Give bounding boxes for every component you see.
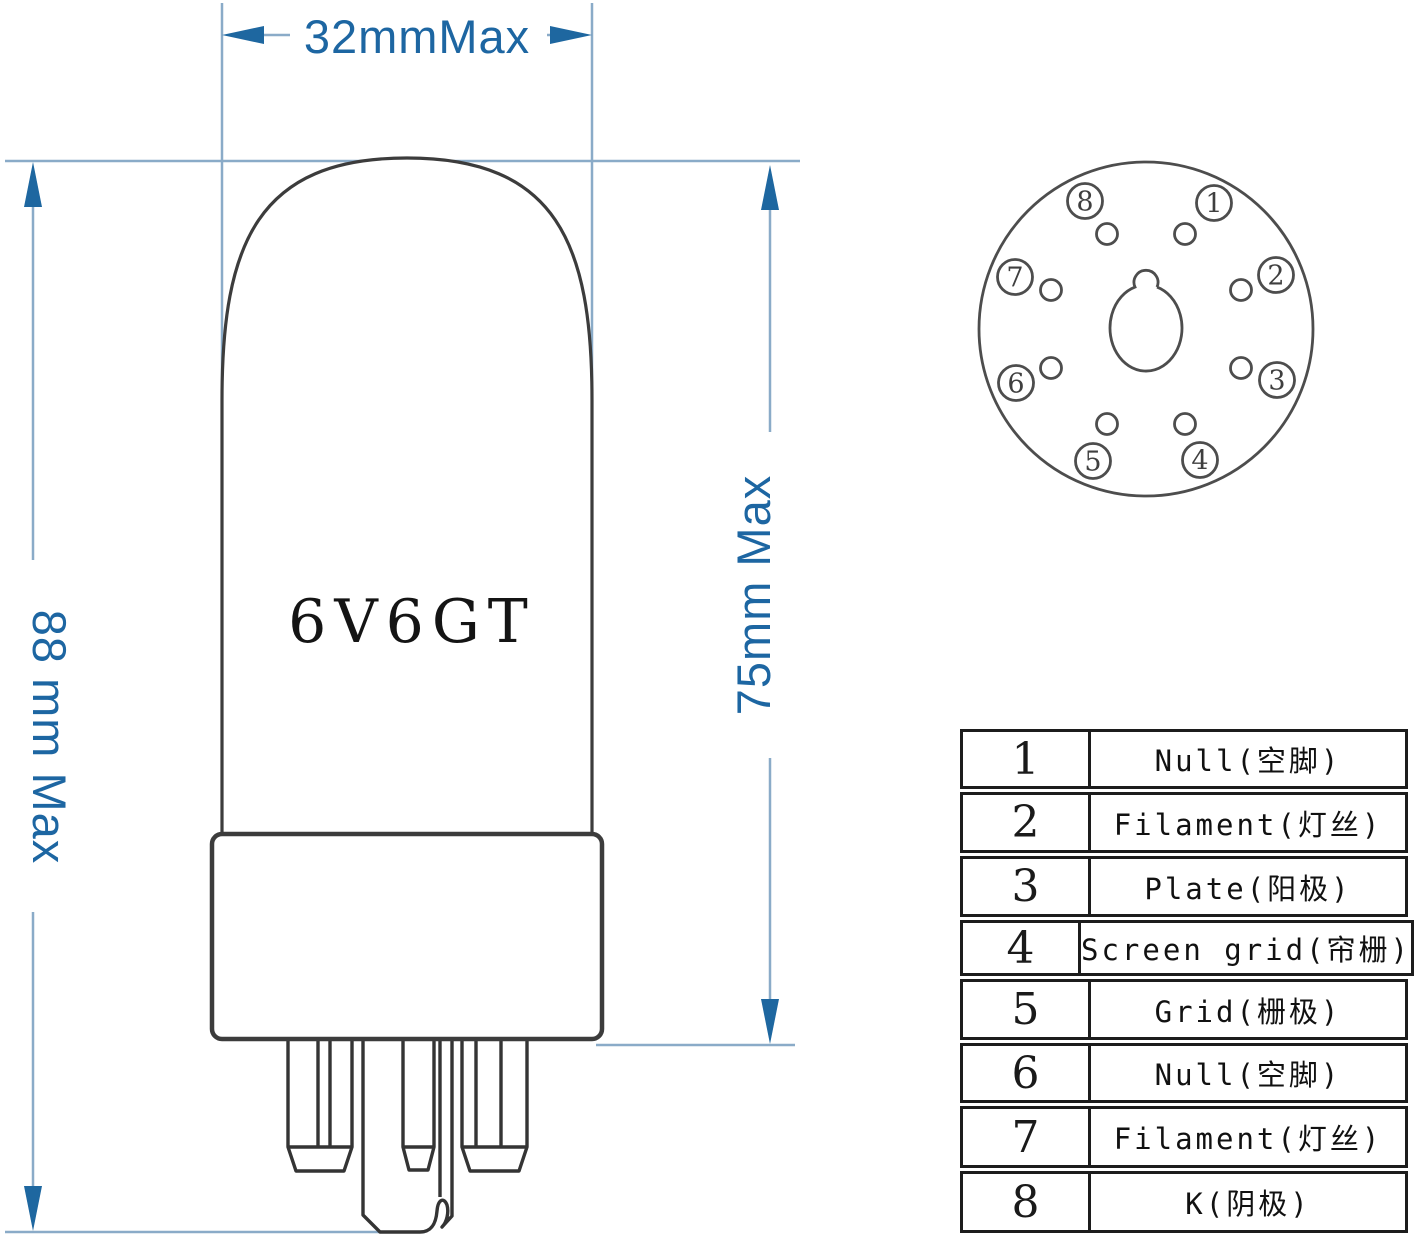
pin-badge-7: 7 (996, 258, 1034, 296)
pin-number-cell: 6 (963, 1046, 1091, 1100)
dim-label-height-bulb: 75mm Max (727, 475, 780, 715)
socket-bottom-view: 1 2 3 4 5 (977, 160, 1315, 498)
table-row: 7 Filament(灯丝) (960, 1106, 1408, 1168)
arrow-right-icon (550, 26, 592, 44)
pin-hole-5 (1095, 412, 1119, 436)
pin-number-4: 4 (1191, 445, 1208, 476)
tube-base (209, 831, 605, 1042)
pin-badge-2: 2 (1257, 256, 1295, 294)
arrow-down-75-icon (761, 999, 779, 1044)
pin-number-cell: 3 (963, 859, 1091, 914)
pin-number-6: 6 (1007, 368, 1024, 399)
pin-badge-4: 4 (1181, 441, 1219, 479)
pin-number-cell: 7 (963, 1109, 1091, 1165)
pin-function-cell: Filament(灯丝) (1113, 807, 1383, 842)
pin-number-8: 8 (1076, 186, 1093, 217)
table-row: 8 K(阴极) (960, 1171, 1408, 1233)
table-row: 4 Screen grid(帘栅) (960, 920, 1414, 976)
tube-type-label: 6V6GT (288, 587, 536, 657)
pin-function-cell: Null(空脚) (1154, 1058, 1342, 1092)
pin-hole-8 (1095, 222, 1119, 246)
pin-number-5: 5 (1084, 446, 1101, 477)
pin-left-group (286, 1039, 354, 1173)
tube-pins (286, 1039, 529, 1234)
pin-number-cell: 4 (963, 923, 1082, 974)
pin-hole-2 (1229, 278, 1253, 302)
arrow-left-icon (222, 26, 264, 44)
pin-number-7: 7 (1006, 262, 1023, 293)
table-row: 5 Grid(栅极) (960, 979, 1408, 1040)
pin-function-cell: Screen grid(帘栅) (1081, 933, 1411, 967)
table-row: 2 Filament(灯丝) (960, 792, 1408, 853)
table-row: 1 Null(空脚) (960, 729, 1408, 789)
tube-drawing: 6V6GT (209, 156, 605, 1234)
pin-number-cell: 8 (963, 1174, 1091, 1230)
pin-hole-3 (1229, 356, 1253, 380)
pin-number-cell: 1 (963, 732, 1091, 786)
arrow-up-75-icon (761, 165, 779, 210)
pin-number-cell: 5 (963, 982, 1091, 1037)
pin-center (401, 1039, 436, 1172)
pin-function-cell: Plate(阳极) (1144, 871, 1352, 906)
pin-hole-4 (1173, 412, 1197, 436)
pin-number-cell: 2 (963, 795, 1091, 850)
dim-label-height-overall: 88 mm Max (23, 610, 76, 865)
table-row: 6 Null(空脚) (960, 1043, 1408, 1103)
table-row: 3 Plate(阳极) (960, 856, 1408, 917)
socket-pin-holes (1039, 222, 1253, 436)
pin-badge-1: 1 (1195, 184, 1233, 222)
pin-badge-5: 5 (1074, 442, 1112, 480)
pin-hole-6 (1039, 356, 1063, 380)
pin-badge-8: 8 (1066, 182, 1104, 220)
dimension-arrows (24, 26, 779, 1231)
pin-function-cell: Filament(灯丝) (1113, 1122, 1383, 1156)
pin-badge-3: 3 (1258, 361, 1296, 399)
socket-pin-numbers: 1 2 3 4 5 (996, 182, 1296, 480)
pin-hole-7 (1039, 278, 1063, 302)
arrow-up-88-icon (24, 162, 42, 207)
pin-badge-6: 6 (997, 364, 1035, 402)
pin-number-3: 3 (1268, 365, 1285, 396)
dim-label-width: 32mmMax (304, 10, 530, 63)
pin-number-2: 2 (1267, 260, 1284, 291)
pin-right-group (460, 1039, 529, 1173)
tube-bulb-outline (220, 156, 594, 837)
pin-hole-1 (1173, 222, 1197, 246)
socket-outer-circle (977, 160, 1315, 498)
pin-function-cell: K(阴极) (1185, 1187, 1311, 1221)
pin-number-1: 1 (1205, 188, 1222, 219)
pin-function-cell: Null(空脚) (1154, 744, 1342, 778)
pin-function-cell: Grid(栅极) (1154, 994, 1342, 1029)
arrow-down-88-icon (24, 1186, 42, 1231)
socket-keyway-hole (1108, 268, 1184, 373)
